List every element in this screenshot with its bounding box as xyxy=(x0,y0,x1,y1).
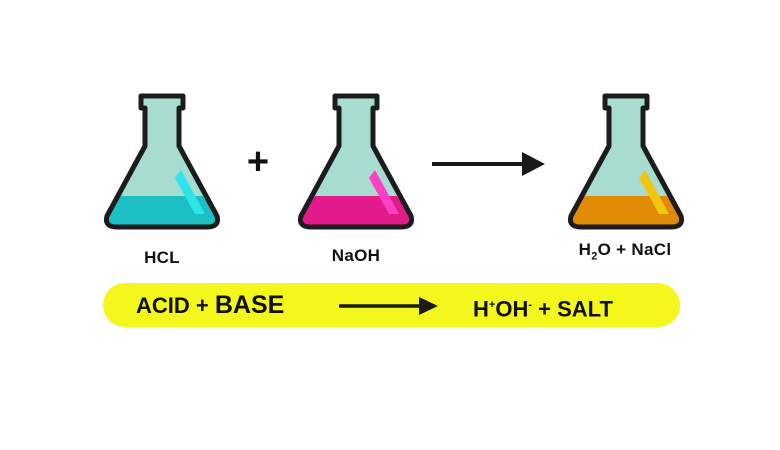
plus-sign: + xyxy=(246,141,270,183)
flask-outline xyxy=(568,93,684,230)
banner-acid: ACID + xyxy=(136,293,215,318)
product-h: H xyxy=(578,240,592,259)
reaction-arrow xyxy=(430,150,546,178)
flask-naoh xyxy=(293,84,419,234)
flask-label-hcl: HCL xyxy=(144,248,180,267)
product-subscript: 2 xyxy=(591,250,598,263)
flask-highlight xyxy=(369,170,399,214)
banner-products: H+OH- + SALT xyxy=(473,283,613,327)
product-rest: O + NaCl xyxy=(597,240,672,259)
arrow-right-icon xyxy=(432,152,545,176)
equation-banner: ACID + BASE H+OH- + SALT xyxy=(103,283,680,327)
banner-base: BASE xyxy=(214,291,285,319)
banner-oh-charge: - xyxy=(528,299,532,311)
flask-outline xyxy=(298,93,414,230)
flask-product-icon xyxy=(568,93,684,230)
flask-highlight xyxy=(639,170,669,214)
banner-arrow xyxy=(339,296,439,316)
flask-outline xyxy=(104,93,220,230)
arrow-right-icon xyxy=(339,297,438,315)
banner-h: H xyxy=(473,296,489,322)
flask-hcl-icon xyxy=(104,93,220,230)
banner-salt: + SALT xyxy=(532,296,613,322)
banner-h-charge: + xyxy=(488,299,496,311)
banner-oh: OH xyxy=(495,296,529,322)
flask-naoh-icon xyxy=(298,93,414,230)
flask-label-naoh: NaOH xyxy=(331,246,381,265)
flask-product xyxy=(563,84,689,234)
flask-highlight xyxy=(175,170,205,214)
banner-acid-base: ACID + BASE xyxy=(136,283,284,327)
flask-hcl xyxy=(99,84,225,234)
product-label: H2O + NaCl xyxy=(560,240,690,262)
